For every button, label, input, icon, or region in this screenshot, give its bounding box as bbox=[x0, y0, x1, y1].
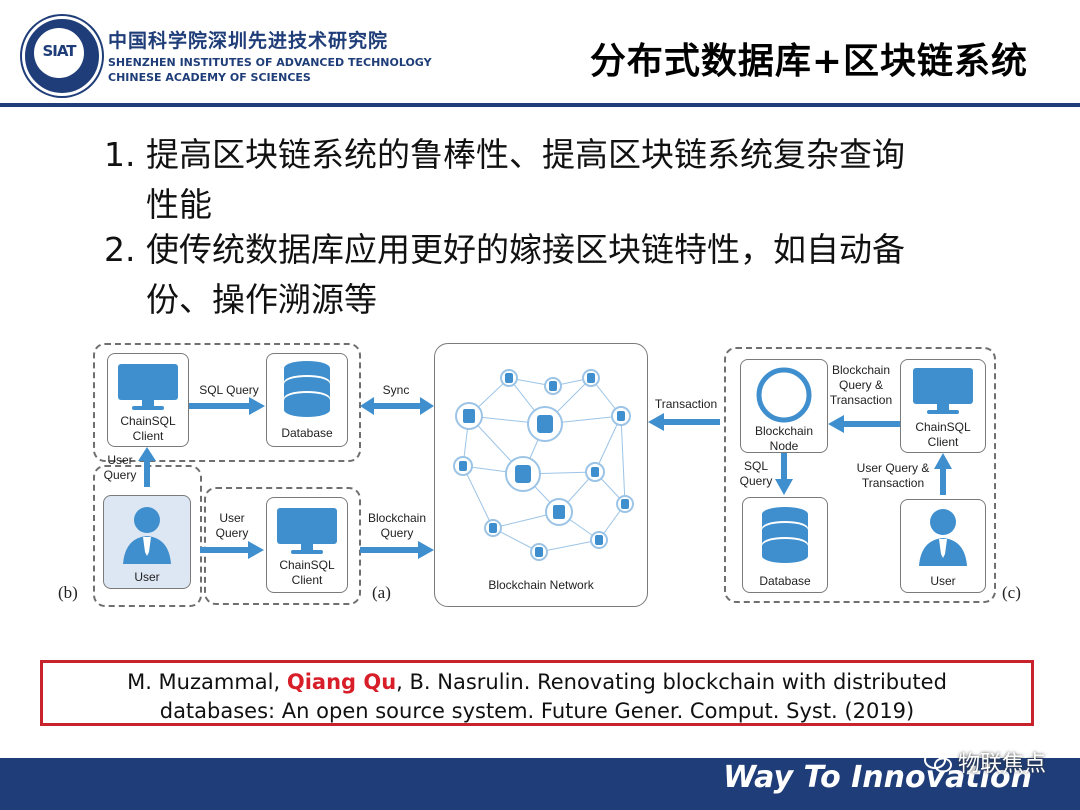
user-query-horizontal-label-1: User bbox=[219, 511, 245, 525]
monitor-icon bbox=[277, 508, 337, 554]
footer-slogan: Way To Innovation bbox=[723, 760, 1032, 795]
sql-query-right-label: SQL Query bbox=[736, 459, 776, 489]
user-query-vertical-label-1: User bbox=[107, 453, 133, 467]
user-query-vertical-label: User Query bbox=[98, 453, 142, 483]
chainsql-client-top-label-1: ChainSQL bbox=[120, 414, 176, 428]
monitor-icon bbox=[118, 364, 178, 410]
label-b: (b) bbox=[58, 583, 78, 602]
blockchain-node-label-1: Blockchain bbox=[754, 424, 814, 438]
arrow-up-user-query bbox=[138, 447, 156, 487]
network-graph bbox=[453, 369, 634, 561]
user-query-horizontal-label-2: Query bbox=[215, 526, 249, 540]
citation-line2: databases: An open source system. Future… bbox=[159, 699, 915, 723]
wechat-icon bbox=[923, 751, 952, 773]
bullet-1-number: 1. bbox=[104, 135, 136, 174]
chainsql-client-bottom-label-1: ChainSQL bbox=[279, 558, 335, 572]
database-left-label: Database bbox=[281, 426, 333, 440]
user-left: User bbox=[103, 495, 191, 589]
footer-bar bbox=[0, 758, 1080, 810]
group-a bbox=[204, 487, 361, 605]
bullet-1-line2: 性能 bbox=[146, 185, 212, 224]
sql-query-right-label-1: SQL bbox=[743, 459, 768, 473]
bullet-1: 1. 提高区块链系统的鲁棒性、提高区块链系统复杂查询 性能 bbox=[104, 130, 984, 230]
slide-title: 分布式数据库+区块链系统 bbox=[589, 41, 1028, 82]
user-icon bbox=[123, 507, 171, 564]
group-b-top bbox=[93, 343, 361, 462]
sync-label: Sync bbox=[382, 383, 410, 397]
database-right: Database bbox=[742, 497, 828, 593]
watermark-text: 物联焦点 bbox=[957, 752, 1046, 777]
label-c: (c) bbox=[1002, 583, 1021, 602]
blockchain-network: Blockchain Network bbox=[434, 343, 648, 607]
bullet-2-line2: 份、操作溯源等 bbox=[146, 280, 377, 319]
user-right: User bbox=[900, 499, 986, 593]
arrow-down-sql-query bbox=[775, 453, 793, 495]
arrow-bidirectional-sync bbox=[360, 397, 434, 415]
chainsql-client-right-label-1: ChainSQL bbox=[915, 420, 971, 434]
arrow-right-blockchain-query bbox=[360, 541, 434, 559]
bullet-2-line1: 使传统数据库应用更好的嫁接区块链特性，如自动备 bbox=[146, 230, 905, 269]
arrow-right-sql bbox=[189, 397, 265, 415]
blockchain-network-label: Blockchain Network bbox=[488, 578, 594, 592]
org-name-en-line2: CHINESE ACADEMY OF SCIENCES bbox=[108, 71, 311, 84]
citation-authors-2: , B. Nasrulin. Renovating blockchain wit… bbox=[396, 670, 947, 694]
org-name-en-line1: SHENZHEN INSTITUTES OF ADVANCED TECHNOLO… bbox=[108, 56, 432, 69]
chainsql-client-right: ChainSQL Client bbox=[900, 359, 986, 453]
citation-authors-1: M. Muzammal, bbox=[127, 670, 287, 694]
architecture-diagram: ChainSQL Client SQL Query Database User … bbox=[0, 335, 1080, 615]
chainsql-client-top: ChainSQL Client bbox=[107, 353, 189, 447]
transaction-label: Transaction bbox=[654, 397, 718, 411]
blockchain-query-label: Blockchain Query bbox=[362, 511, 432, 541]
user-query-horizontal-label: User Query bbox=[207, 511, 257, 541]
arrow-left-query-transaction bbox=[828, 415, 900, 433]
bullet-1-line1: 提高区块链系统的鲁棒性、提高区块链系统复杂查询 bbox=[146, 135, 905, 174]
citation-line1: M. Muzammal, Qiang Qu, B. Nasrulin. Reno… bbox=[43, 668, 1031, 697]
user-left-label: User bbox=[134, 570, 160, 584]
database-right-label: Database bbox=[759, 574, 811, 588]
label-a: (a) bbox=[372, 583, 391, 602]
monitor-icon bbox=[913, 368, 973, 414]
chainsql-client-right-label-2: Client bbox=[927, 435, 959, 449]
query-transaction-label-1: Blockchain bbox=[831, 363, 891, 377]
chainsql-client-top-label-2: Client bbox=[132, 429, 164, 443]
query-transaction-label-2: Query & bbox=[838, 378, 883, 392]
blockchain-query-label-1: Blockchain bbox=[367, 511, 427, 525]
node-circle-icon bbox=[756, 367, 812, 423]
bullet-2-number: 2. bbox=[104, 230, 136, 269]
sql-query-label-left: SQL Query bbox=[199, 383, 259, 397]
siat-logo-text: SIAT bbox=[42, 42, 76, 60]
user-query-transaction-label-1: User Query & bbox=[856, 461, 930, 475]
user-query-transaction-label: User Query & Transaction bbox=[852, 461, 934, 491]
database-left: Database bbox=[266, 353, 348, 447]
citation-highlight-author: Qiang Qu bbox=[286, 670, 397, 694]
arrow-right-user-query bbox=[200, 541, 264, 559]
bullet-2: 2. 使传统数据库应用更好的嫁接区块链特性，如自动备 份、操作溯源等 bbox=[104, 225, 984, 325]
user-icon bbox=[919, 509, 967, 566]
blockchain-query-label-2: Query bbox=[380, 526, 414, 540]
database-icon bbox=[284, 361, 330, 417]
siat-logo-inner bbox=[34, 28, 84, 78]
chainsql-client-bottom: ChainSQL Client bbox=[266, 497, 348, 593]
query-transaction-label-3: Transaction bbox=[829, 393, 893, 407]
user-right-label: User bbox=[930, 574, 956, 588]
chainsql-client-bottom-label-2: Client bbox=[291, 573, 323, 587]
sql-query-right-label-2: Query bbox=[739, 474, 773, 488]
user-query-transaction-label-2: Transaction bbox=[861, 476, 925, 490]
group-c bbox=[724, 347, 996, 603]
user-query-vertical-label-2: Query bbox=[103, 468, 137, 482]
query-transaction-label: Blockchain Query & Transaction bbox=[824, 363, 898, 408]
watermark: 物联焦点 bbox=[923, 746, 1046, 778]
database-icon bbox=[762, 507, 808, 563]
header-divider bbox=[0, 103, 1080, 107]
arrow-left-transaction bbox=[648, 413, 720, 431]
blockchain-node-label-2: Node bbox=[769, 439, 799, 453]
arrow-up-user-query-transaction bbox=[934, 453, 952, 495]
org-name-cn: 中国科学院深圳先进技术研究院 bbox=[108, 30, 389, 52]
blockchain-node: Blockchain Node bbox=[740, 359, 828, 453]
citation-box: M. Muzammal, Qiang Qu, B. Nasrulin. Reno… bbox=[40, 660, 1034, 726]
